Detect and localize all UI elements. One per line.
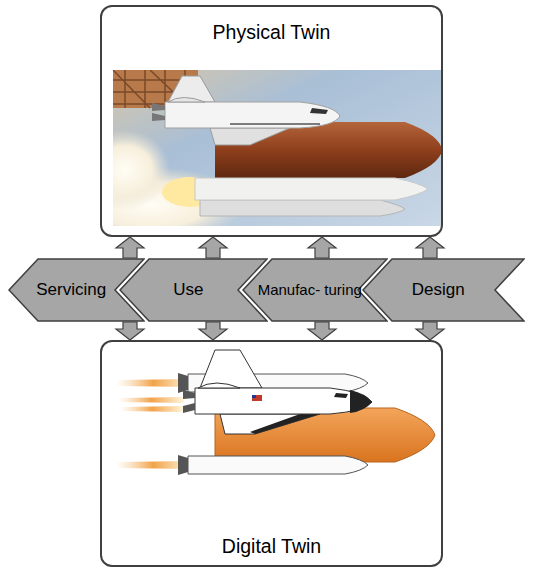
orbiter-pod: [198, 383, 240, 388]
orbiter-body: [195, 388, 372, 414]
stage-label: Servicing: [36, 280, 106, 300]
orbiter-engines: [152, 103, 165, 121]
block-arrow: [416, 237, 444, 258]
chevron-label-area: Use: [133, 258, 245, 322]
block-arrow: [199, 322, 227, 340]
block-arrow: [308, 322, 336, 340]
booster-nozzle: [178, 455, 188, 475]
twin-panel: Digital Twin: [100, 340, 443, 567]
panel-title-area: Digital Twin: [102, 535, 441, 557]
block-arrow: [116, 322, 144, 340]
block-arrow: [416, 322, 444, 340]
panel-title: Digital Twin: [102, 535, 441, 557]
rocket-booster: [188, 456, 368, 474]
panel-title: Physical Twin: [102, 21, 441, 43]
stage-chevron: Design: [362, 258, 525, 322]
orbiter-wing: [210, 128, 290, 145]
wing-edge: [250, 414, 320, 434]
rocket-booster: [200, 200, 405, 216]
orbiter-flag: [252, 395, 256, 398]
orbiter-pod: [168, 98, 205, 103]
orbiter-flag: [252, 395, 262, 401]
stage-label: Manufac- turing: [258, 281, 362, 298]
chevron-label-area: Servicing: [22, 258, 122, 322]
external-tank: [215, 408, 435, 462]
orbiter-windows: [310, 108, 328, 114]
block-arrow: [116, 237, 144, 258]
chevron-fill: [363, 259, 524, 321]
shuttle-model: [116, 350, 435, 475]
orbiter-engines: [183, 390, 195, 413]
chevron-label-area: Manufac- turing: [256, 258, 365, 322]
block-arrow: [199, 237, 227, 258]
orbiter-nose: [350, 390, 372, 413]
launch-photo: [113, 70, 442, 226]
orbiter-tail: [200, 350, 262, 388]
rocket-booster: [195, 178, 428, 200]
stage-label: Use: [173, 280, 203, 300]
panel-title-area: Physical Twin: [102, 21, 441, 43]
orbiter-tail: [168, 76, 215, 102]
exhaust-flame: [120, 406, 184, 412]
orbiter-windows: [334, 393, 348, 398]
block-arrow: [308, 237, 336, 258]
twin-panel: Physical Twin: [100, 5, 443, 237]
orbiter-wing: [220, 414, 320, 434]
orbiter-chine: [230, 123, 320, 125]
stage-label: Design: [412, 280, 465, 300]
exhaust-flame: [118, 397, 184, 403]
orbiter-body: [165, 102, 340, 128]
chevron-label-area: Design: [376, 258, 502, 322]
launch-smoke: [113, 130, 170, 210]
